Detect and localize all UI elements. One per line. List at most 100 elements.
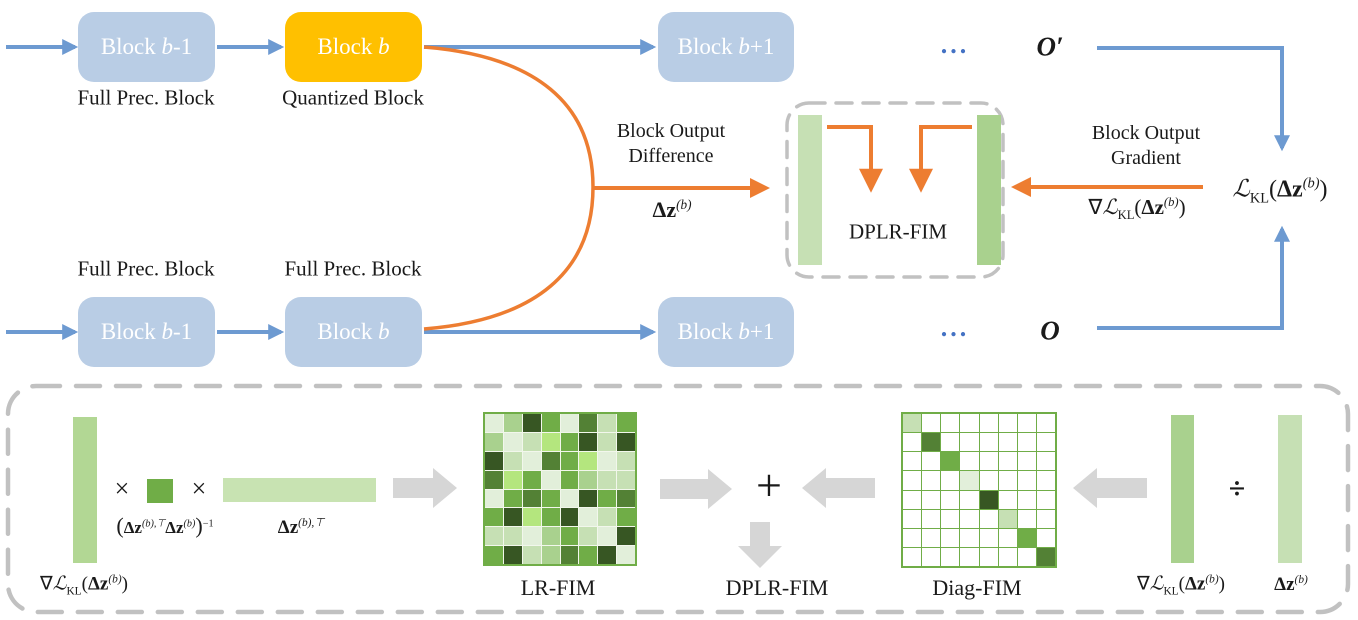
gray-arrow-diagfim-to-plus [802, 468, 875, 508]
math-token: Δz [1141, 194, 1164, 219]
lr-fim-cell [579, 470, 598, 489]
math-token: ( [116, 513, 124, 538]
math-token: ( [1134, 194, 1142, 219]
lr-fim-cell [485, 527, 503, 546]
math-token: ) [195, 513, 203, 538]
lr-fim-cell [503, 546, 522, 564]
math-token: b [378, 319, 390, 344]
diag-fim-cell [979, 528, 998, 547]
lr-fim-cell [522, 451, 541, 470]
diag-fim-cell [979, 452, 998, 471]
block-label: Block b [317, 34, 389, 60]
lr-fim-cell [560, 451, 579, 470]
lr-fim-cell [598, 489, 617, 508]
math-token: KL [66, 585, 82, 598]
math-token: (b),⊤ [298, 516, 325, 529]
lr-fim-cell [579, 508, 598, 527]
lr-fim-caption: LR-FIM [520, 575, 596, 600]
diag-fim-cell [960, 452, 979, 471]
lr-fim-cell [522, 432, 541, 451]
lr-fim-cell [617, 508, 635, 527]
plus-sign: + [756, 459, 782, 511]
math-token: b [161, 319, 174, 344]
lr-fim-cell [598, 414, 617, 432]
math-token: Block [317, 34, 379, 59]
math-token: ) [1319, 176, 1328, 203]
diag-fim-cell [1017, 414, 1036, 433]
lr-fim-cell [503, 489, 522, 508]
lr-fim-cell [579, 432, 598, 451]
diag-fim-cell [960, 490, 979, 509]
diag-fim-cell [1036, 547, 1055, 566]
inverse-scalar-square [147, 479, 173, 503]
dplr-left-vector-bar [798, 115, 822, 265]
lr-fim-cell [560, 432, 579, 451]
arrow-dplr-left-elbow [827, 125, 883, 193]
diag-fim-cell [960, 433, 979, 452]
dplr-box-label: DPLR-FIM [848, 219, 948, 244]
math-token: (b),⊤ [141, 518, 166, 530]
diag-fim-cell [998, 433, 1017, 452]
lr-fim-cell [617, 527, 635, 546]
diag-fim-cell [941, 547, 960, 566]
math-token: Block [317, 319, 379, 344]
math-token: KL [1117, 208, 1135, 223]
math-token: ) [121, 573, 128, 595]
diag-fim-cell [1036, 452, 1055, 471]
diag-fim-cell [1036, 414, 1055, 433]
math-token: (b) [1302, 175, 1320, 192]
diag-fim-cell [941, 414, 960, 433]
grad-label-line2: Gradient [1111, 147, 1181, 169]
diag-fim-cell [1017, 433, 1036, 452]
lr-fim-cell [503, 432, 522, 451]
dplr-fim-caption: DPLR-FIM [725, 575, 829, 600]
inverse-formula: (Δz(b),⊤Δz(b))−1 [116, 513, 213, 539]
times-sign-2: × [191, 474, 207, 503]
math-token: (b) [1205, 573, 1219, 586]
lr-fim-cell [503, 414, 522, 432]
diag-fim-cell [979, 433, 998, 452]
output-o-prime: O′ [1036, 31, 1064, 62]
math-token: Block [677, 319, 739, 344]
math-token: ℒ [52, 573, 67, 595]
dz-formula-bottom-right: Δz(b) [1274, 574, 1308, 596]
lr-fim-cell [617, 432, 635, 451]
diag-fim-cell [903, 433, 922, 452]
gray-arrow-to-diagfim [1073, 468, 1147, 508]
lr-fim-cell [541, 432, 560, 451]
diag-fim-cell [941, 452, 960, 471]
diag-fim-cell [960, 471, 979, 490]
diag-fim-cell [1036, 509, 1055, 528]
diag-fim-cell [922, 471, 941, 490]
lr-fim-cell [541, 470, 560, 489]
block-b-1-bottom: Block b-1 [78, 297, 215, 367]
block-b-quantized: Block b [285, 12, 422, 82]
kl-loss-formula: ℒKL(Δz(b)) [1233, 175, 1328, 208]
diag-fim-cell [960, 509, 979, 528]
diag-fim-cell [998, 490, 1017, 509]
gray-arrow-lrfim-to-plus [660, 469, 732, 509]
math-token: +1 [749, 319, 775, 344]
math-token: Δz [652, 197, 677, 223]
diag-fim-cell [941, 490, 960, 509]
block-label: Block b-1 [101, 34, 192, 60]
diag-fim-cell [1017, 452, 1036, 471]
diag-fim-cell [979, 509, 998, 528]
diag-fim-cell [922, 452, 941, 471]
lr-fim-cell [560, 414, 579, 432]
diag-fim-cell [998, 509, 1017, 528]
math-token: ) [1218, 573, 1225, 595]
lr-fim-cell [560, 508, 579, 527]
lr-fim-cell [598, 546, 617, 564]
diag-fim-cell [922, 433, 941, 452]
block-label: Block b+1 [678, 319, 775, 345]
lr-fim-cell [485, 414, 503, 432]
lr-fim-cell [522, 414, 541, 432]
diag-fim-cell [979, 471, 998, 490]
gray-arrow-to-lrfim [393, 468, 457, 508]
diag-fim-cell [922, 414, 941, 433]
lr-fim-cell [598, 508, 617, 527]
block-b1-bottom: Block b+1 [658, 297, 794, 367]
times-sign-1: × [114, 474, 130, 503]
diff-dz-formula: Δz(b) [653, 197, 692, 223]
